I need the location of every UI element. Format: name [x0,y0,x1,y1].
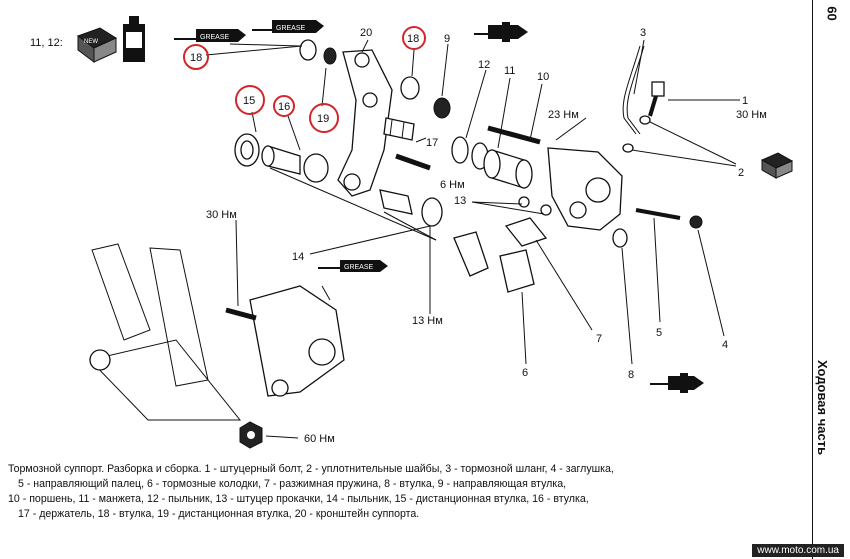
callout-16: 16 [278,101,290,113]
torque-banjo-bolt: 30 Нм [736,109,767,121]
caption-line: 10 - поршень, 11 - манжета, 12 - пыльник… [8,493,589,505]
highlight-ring [183,44,209,70]
special-tools-icons: 11, 12: NEW [30,16,145,63]
sleeve-16 [261,145,329,183]
callout-5: 5 [656,327,662,339]
callout-14: 14 [292,251,304,263]
bleed-screw-13-b [518,196,552,216]
callout-4: 4 [722,339,728,351]
dust-boot-14 [379,189,443,227]
bleed-screw-13-a [395,153,431,171]
grease-syringe-icon: GREASE [318,260,388,272]
grease-label-2: GREASE [276,25,306,32]
assembled-caliper [249,285,345,397]
fork-leg [89,243,242,421]
new-part-icon: NEW [76,27,118,63]
leader-lines [205,39,740,439]
grease-syringe-icon: GREASE [174,29,246,42]
axle-nut-60 [239,421,263,449]
caption-line: Тормозной суппорт. Разборка и сборка. 1 … [8,463,614,475]
caliper-bracket [337,49,393,197]
callout-8: 8 [628,369,634,381]
callout-6: 6 [522,367,528,379]
special-tools-ref: 11, 12: [30,37,63,49]
watermark: www.moto.com.ua [752,544,844,557]
callout-18: 18 [407,33,419,45]
bushing-8 [612,228,628,248]
figure-caption: Тормозной суппорт. Разборка и сборка. 1 … [8,462,808,522]
callout-17: 17 [426,137,438,149]
callout-3: 3 [640,27,646,39]
section-title: Ходовая часть [815,360,830,456]
callout-1: 1 [742,95,748,107]
callout-7: 7 [596,333,602,345]
silicone-syringe-icon [474,22,528,42]
highlight-ring [235,85,265,115]
callout-19: 19 [317,113,329,125]
callout-10: 10 [537,71,549,83]
guide-sleeve-9 [433,97,451,119]
callout-13: 13 [454,195,466,207]
page-number: 60 [824,6,840,21]
highlight-ring [309,103,339,133]
callout-15: 15 [243,95,255,107]
callout-11: 11 [504,65,515,77]
guide-pin-5 [635,208,681,220]
bushing-18 [299,39,317,61]
silicone-syringe-icon [650,373,704,393]
torque-axle-nut: 60 Нм [304,433,335,445]
callout-12: 12 [478,59,490,71]
caption-line: 17 - держатель, 18 - втулка, 19 - дистан… [18,508,420,520]
banjo-bolt [648,81,665,117]
holder-17 [383,117,415,141]
brake-caliper-exploded-diagram: 11, 12: NEW GREASE GREASE [30,16,794,449]
side-strip [812,0,850,559]
spacer-19 [323,47,337,65]
plug-4 [689,215,703,229]
pad-spring [504,217,548,247]
spacer-sleeve-15 [234,133,260,167]
bushing-18b [400,76,420,100]
callout-2: 2 [738,167,744,179]
sealing-washers [622,115,651,153]
mounting-bolt-30 [225,307,257,321]
new-part-icon-small [760,152,794,179]
dust-seal-12 [451,136,469,164]
highlight-ring [273,95,295,117]
grease-bottle-icon [123,16,145,62]
caption-line: 5 - направляющий палец, 6 - тормозные ко… [18,478,567,490]
grease-syringe-icon: GREASE [252,20,324,33]
grease-label-3: GREASE [344,264,374,271]
highlight-ring [402,26,426,50]
new-label: NEW [84,39,98,45]
callout-18: 18 [190,52,202,64]
callout-20: 20 [360,27,372,39]
caliper-body [547,147,623,231]
guide-pin [487,125,541,145]
torque-mounting-bolt: 30 Нм [206,209,237,221]
brake-pads [453,231,535,293]
torque-bleed-screw: 6 Нм [440,179,465,191]
piston-10 [483,149,533,189]
callout-9: 9 [444,33,450,45]
torque-bracket-pin: 13 Нм [412,315,443,327]
grease-label-1: GREASE [200,34,230,41]
torque-guide-pin: 23 Нм [548,109,579,121]
